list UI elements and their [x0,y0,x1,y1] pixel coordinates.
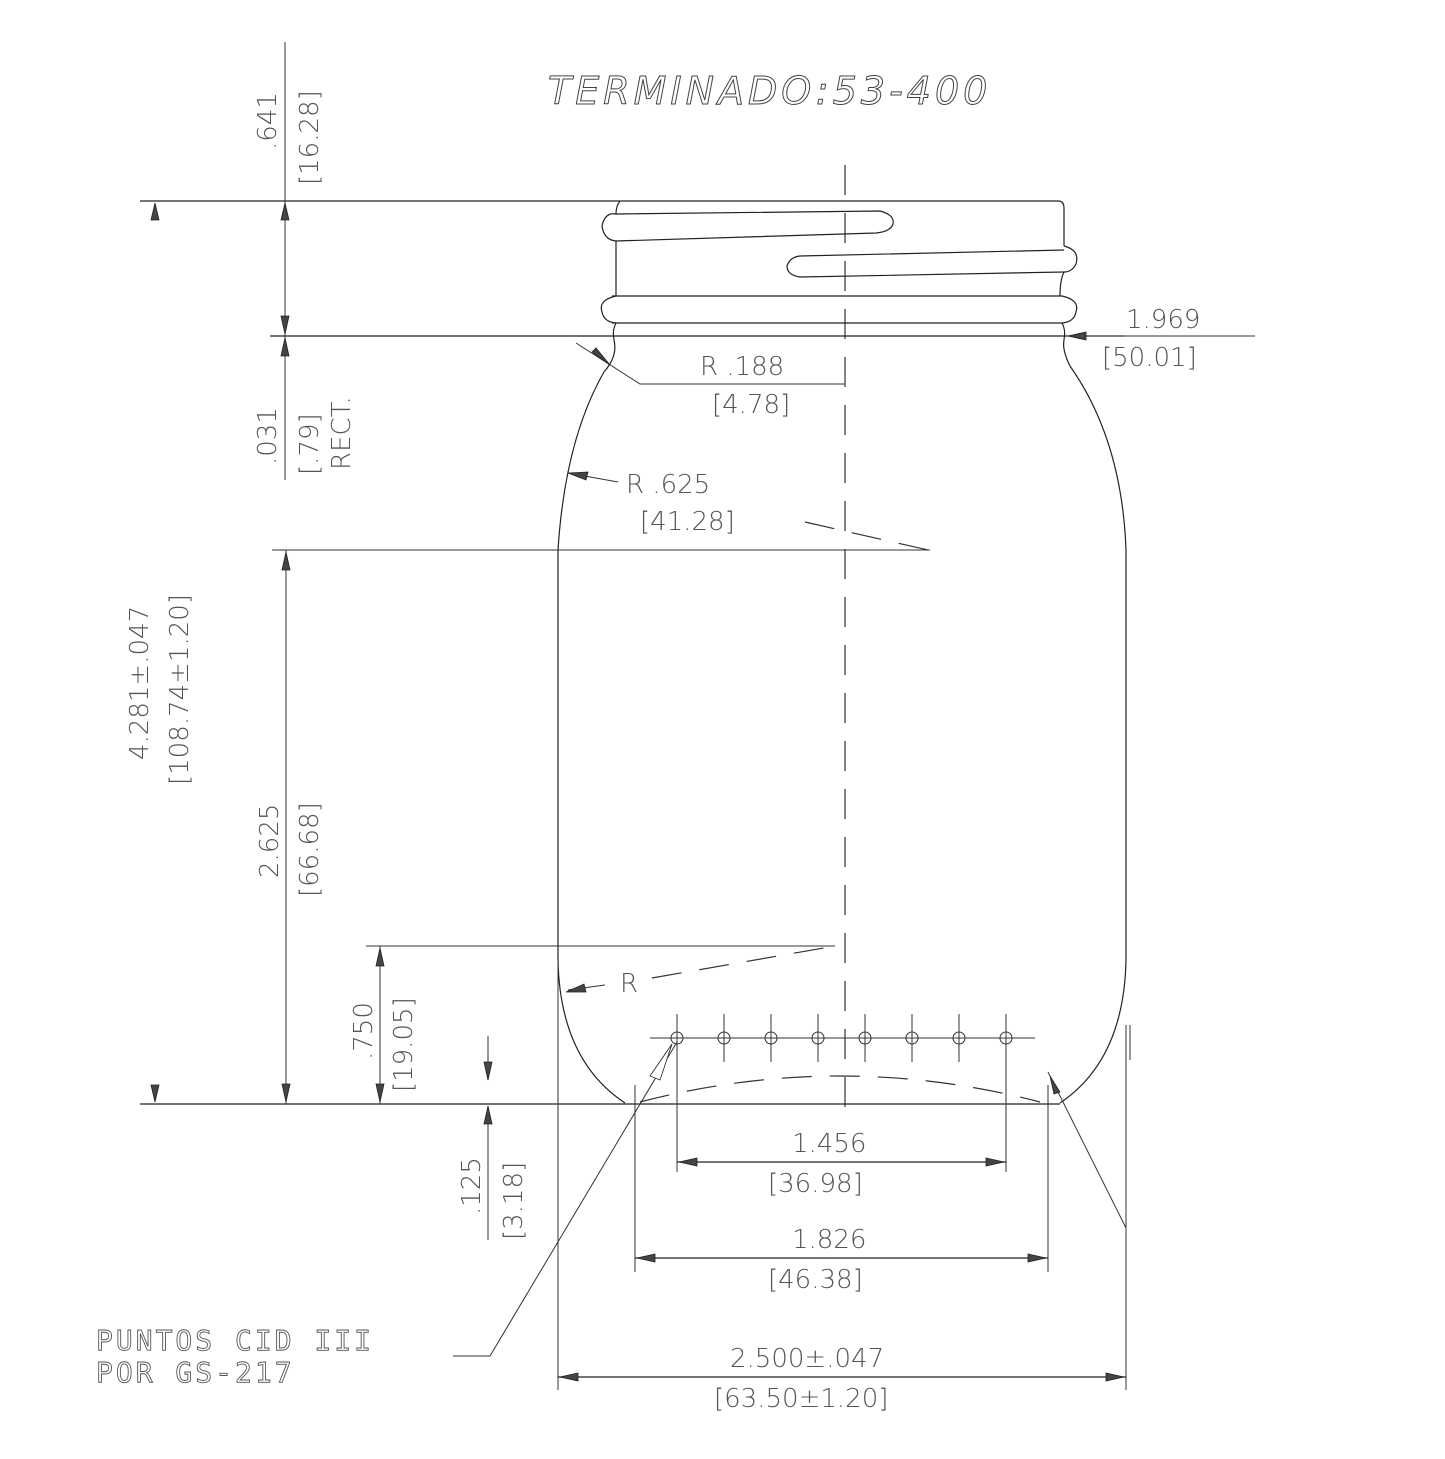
cid-dot [811,1014,825,1062]
svg-text:[4.78]: [4.78] [712,390,790,420]
svg-text:RECT.: RECT. [327,396,357,470]
svg-text:[46.38]: [46.38] [768,1265,863,1295]
dim-heel-height: .750 [19.05] [349,945,835,1104]
callout-neck-radius: R .188 [4.78] [575,342,845,420]
svg-text:1.456: 1.456 [792,1129,866,1159]
svg-text:4.281±.047: 4.281±.047 [125,606,155,760]
cid-dot [717,1014,731,1062]
svg-text:[16.28]: [16.28] [295,90,325,185]
note-cid-dots: PUNTOS CID III POR GS-217 [96,1041,678,1389]
svg-text:[3.18]: [3.18] [499,1162,529,1240]
dim-label-panel: 2.625 [66.68] [255,549,930,1104]
cid-dot [764,1014,778,1062]
svg-text:[50.01]: [50.01] [1102,343,1197,373]
svg-text:2.625: 2.625 [255,804,285,878]
svg-text:[108.74±1.20]: [108.74±1.20] [165,594,195,785]
svg-text:[36.98]: [36.98] [768,1169,863,1199]
svg-text:[66.68]: [66.68] [295,802,325,897]
cid-dot [952,1014,966,1062]
drawing-title: TERMINADO:53-400 [548,69,991,113]
svg-text:R .625: R .625 [626,470,710,500]
dim-push-up: .125 [3.18] [457,1036,529,1240]
callout-shoulder-radius: R .625 [41.28] [567,470,929,551]
svg-text:POR GS-217: POR GS-217 [96,1356,295,1389]
dim-finish-height: .641 [16.28] .031 [.79] RECT. [150,42,357,480]
svg-text:[63.50±1.20]: [63.50±1.20] [714,1384,888,1414]
jar-finish [140,200,1125,373]
cid-dot [858,1014,872,1062]
dim-dot-span: 1.456 [36.98] [676,1062,1007,1199]
dim-overall-height: 4.281±.047 [108.74±1.20] [125,594,195,1103]
cid-dots-row [650,1014,1035,1062]
svg-text:[19.05]: [19.05] [389,997,419,1092]
svg-text:R: R [620,969,638,999]
callout-finish-diameter: 1.969 [50.01] [1066,305,1255,373]
cid-dot [905,1014,919,1062]
svg-text:.750: .750 [349,1002,379,1060]
dim-body-diameter: 2.500±.047 [63.50±1.20] [558,1344,1126,1414]
svg-text:.031: .031 [253,407,283,465]
svg-text:.125: .125 [457,1157,487,1215]
svg-text:R .188: R .188 [700,352,784,382]
svg-text:PUNTOS CID III: PUNTOS CID III [96,1324,374,1357]
svg-text:[41.28]: [41.28] [640,507,735,537]
cid-dot [999,1014,1013,1062]
callout-heel-radius: R [565,945,836,999]
svg-text:1.969: 1.969 [1126,305,1200,335]
svg-text:1.826: 1.826 [792,1225,866,1255]
cid-dot [670,1014,684,1062]
jar-body [140,365,1131,1390]
svg-text:.641: .641 [253,92,283,150]
svg-text:2.500±.047: 2.500±.047 [730,1344,884,1374]
dim-base-contact: 1.826 [46.38] [634,1071,1127,1295]
svg-text:[.79]: [.79] [295,413,325,475]
